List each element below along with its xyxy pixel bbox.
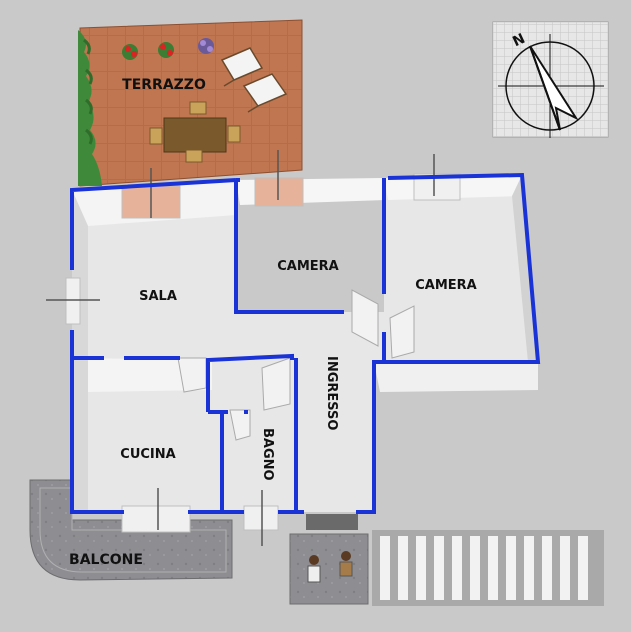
room-label-terrace: TERRAZZO (122, 77, 206, 93)
room-label-balcony: BALCONE (69, 552, 143, 568)
room-label-living: SALA (139, 289, 177, 304)
flower-pots (122, 38, 214, 60)
pedestrian-stripes (372, 530, 604, 606)
room-label-bedroom-right: CAMERA (415, 278, 477, 293)
walls (70, 172, 541, 514)
room-label-hall: INGRESSO (324, 356, 339, 430)
dining-set-outdoor (149, 101, 241, 163)
compass-rose: N (492, 21, 609, 138)
lounger-chairs (220, 47, 288, 113)
interior-floor (72, 175, 538, 512)
room-label-kitchen: CUCINA (120, 447, 175, 462)
room-label-bath: BAGNO (260, 428, 275, 481)
entrance-area (289, 514, 369, 605)
room-label-bedroom-left: CAMERA (277, 259, 339, 274)
terrace: TERRAZZO (78, 19, 303, 187)
doormat (306, 514, 358, 530)
windows-doors (46, 150, 461, 546)
person-figures (307, 551, 353, 583)
